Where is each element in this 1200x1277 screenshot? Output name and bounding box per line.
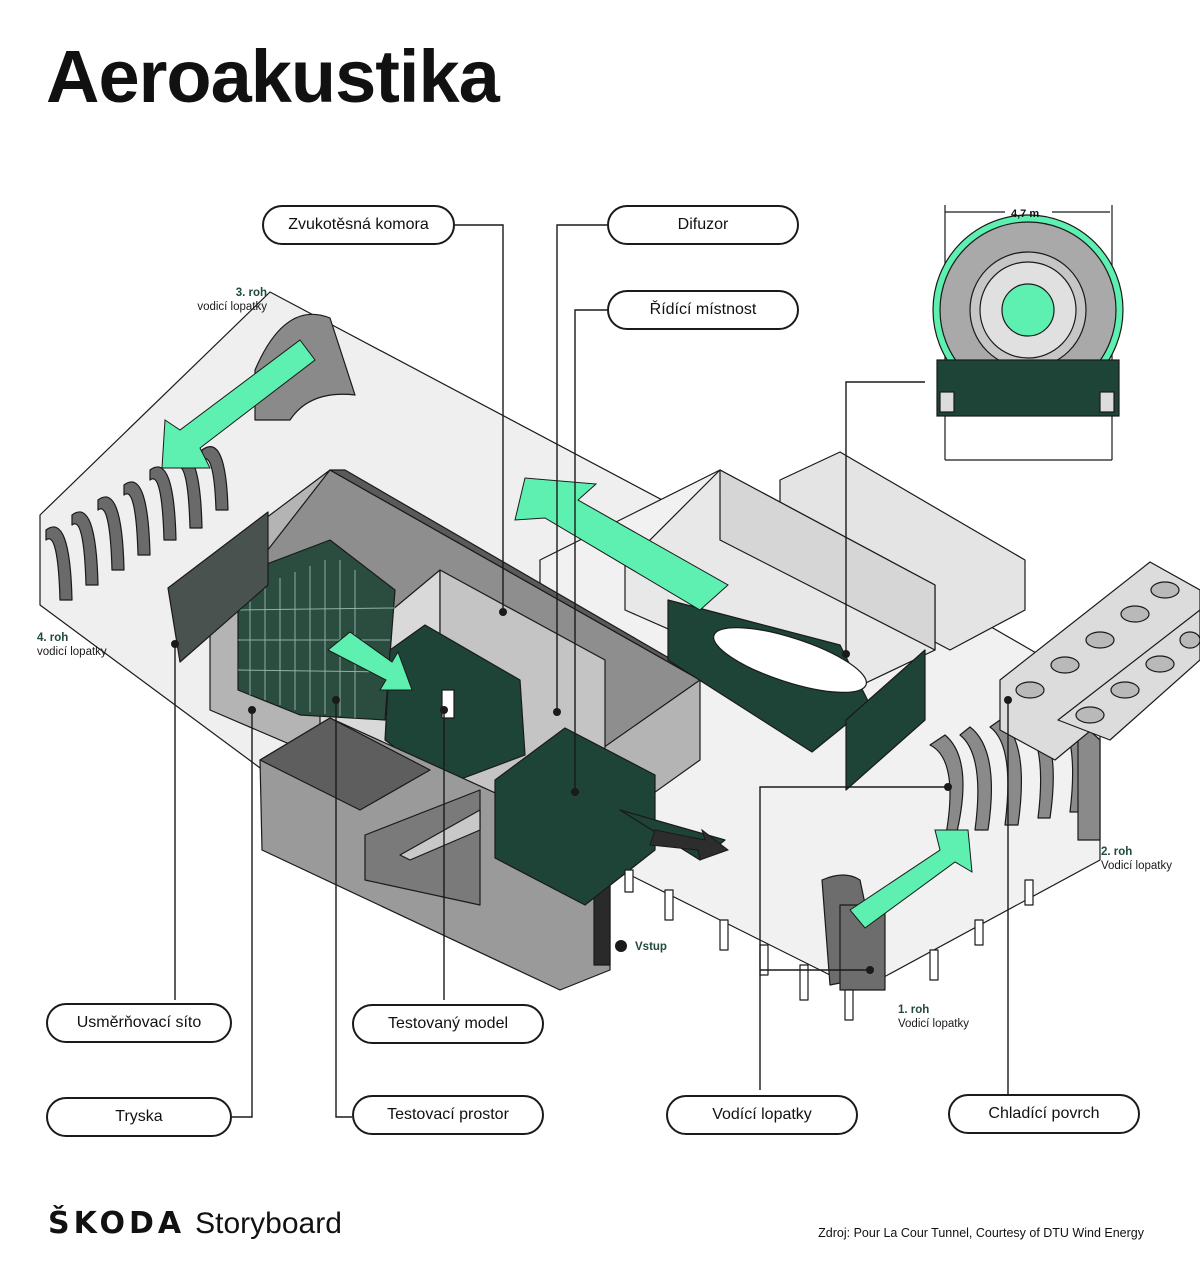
corner-4-subtitle: vodicí lopatky [37, 646, 107, 658]
corner-1-annotation: 1. roh Vodicí lopatky [898, 1003, 969, 1031]
cooling-panel [845, 649, 926, 791]
corner-2-annotation: 2. roh Vodicí lopatky [1101, 845, 1172, 873]
airflow-arrows [161, 339, 973, 929]
corner-3-title: 3. roh [235, 287, 267, 299]
guide-vanes-corner-4 [45, 446, 229, 601]
label-testovaci-prostor: Testovací prostor [352, 1095, 544, 1135]
support-legs [624, 869, 1034, 1021]
corner-4-title: 4. roh [37, 632, 69, 644]
fan-base [936, 359, 1120, 417]
label-tryska: Tryska [46, 1097, 232, 1137]
test-model-rig [384, 624, 526, 786]
leader-lines [174, 224, 1009, 1118]
fan-inset [932, 205, 1124, 461]
label-testovany-model: Testovaný model [352, 1004, 544, 1044]
airflow-arrow-return [514, 477, 729, 611]
airflow-arrow-corner-3 [161, 339, 316, 469]
skoda-logo: ŠKODA [48, 1206, 186, 1241]
source-note: Zdroj: Pour La Cour Tunnel, Courtesy of … [818, 1226, 1144, 1240]
corner-1-subtitle: Vodicí lopatky [898, 1018, 969, 1030]
entrance-marker [615, 940, 627, 952]
corner-3-annotation: 3. roh vodicí lopatky [195, 286, 267, 314]
corner-3-subtitle: vodicí lopatky [197, 301, 267, 313]
corner-1-title: 1. roh [898, 1004, 930, 1016]
flow-out-arrow [649, 828, 730, 861]
label-ridici-mistnost: Řídící místnost [607, 290, 799, 330]
corner-2-subtitle: Vodicí lopatky [1101, 860, 1172, 872]
brand-name: Storyboard [195, 1206, 342, 1240]
brand: ŠKODA Storyboard [48, 1206, 342, 1241]
airflow-arrow-corner-1 [849, 829, 973, 929]
label-usmernovaci-sito: Usměrňovací síto [46, 1003, 232, 1043]
label-difuzor: Difuzor [607, 205, 799, 245]
corner-2-title: 2. roh [1101, 846, 1133, 858]
control-room [494, 727, 656, 906]
settling-screen [167, 511, 269, 663]
label-chladici-povrch: Chladící povrch [948, 1094, 1140, 1134]
fan-hub [1001, 283, 1055, 337]
page-title: Aeroakustika [46, 35, 500, 118]
label-zvukotesna-komora: Zvukotěsná komora [262, 205, 455, 245]
airflow-arrow-test [327, 631, 413, 691]
entrance-label: Vstup [635, 941, 667, 953]
corner-4-annotation: 4. roh vodicí lopatky [37, 631, 107, 659]
nozzle-structure [237, 539, 396, 721]
fan-diameter-label: 4,7 m [1011, 208, 1040, 220]
label-vodici-lopatky: Vodící lopatky [666, 1095, 858, 1135]
